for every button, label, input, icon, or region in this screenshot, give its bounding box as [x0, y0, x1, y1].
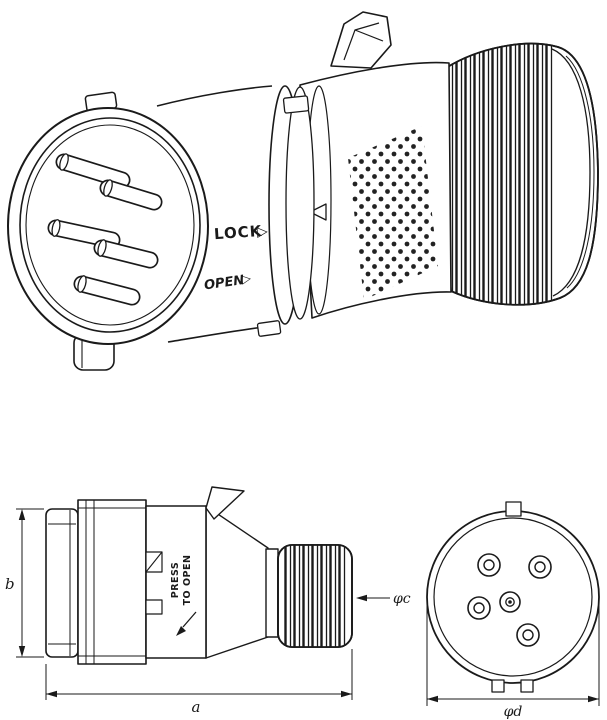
pin-4: [93, 239, 159, 269]
arrow-left-icon: [356, 594, 367, 602]
pin-contact-top-right: [528, 555, 552, 579]
lock-arrow-icon: ▷: [256, 224, 268, 241]
pin-contact-top-left: [477, 553, 501, 577]
arrow-down-icon: [18, 646, 26, 657]
front-inner-ring: [433, 517, 593, 677]
lock-label: LOCK ▷: [213, 222, 268, 243]
plug-body: [299, 61, 452, 319]
collar-detail-bottom: [256, 320, 282, 337]
plug-perspective-view: LOCK ▷ OPEN ▷: [7, 11, 599, 371]
collar: [156, 85, 315, 343]
side-gland: [265, 544, 353, 648]
arrow-left-icon: [427, 695, 438, 703]
dimension-a: a: [45, 649, 353, 716]
dimension-c: φc: [356, 591, 411, 607]
to-open-label: TO OPEN: [182, 555, 193, 606]
dim-a-label: a: [192, 698, 201, 716]
press-arrow-icon: [176, 626, 186, 636]
pin-5: [73, 275, 141, 306]
side-latch: [205, 486, 245, 520]
latch: [330, 11, 392, 69]
bottom-tab-right: [520, 679, 534, 693]
plug-front-view: φd: [426, 501, 600, 720]
plug-side-view: PRESS TO OPEN b a: [5, 486, 411, 716]
keyway-tab: [505, 501, 522, 517]
side-mid-housing: PRESS TO OPEN: [145, 486, 269, 659]
alignment-arrow-icon: [309, 203, 327, 221]
dim-d-label: φd: [504, 704, 523, 720]
arrow-right-icon: [588, 695, 599, 703]
pins: [47, 153, 163, 306]
pin-contact-center: [499, 591, 521, 613]
open-arrow-icon: ▷: [241, 271, 253, 286]
arrow-right-icon: [341, 690, 352, 698]
pin-contact-left: [467, 596, 491, 620]
pin-1: [55, 153, 131, 189]
vent-dots: [348, 126, 438, 300]
arrow-left-icon: [46, 690, 57, 698]
cable-gland: [443, 42, 599, 306]
gland-ribs: [449, 43, 553, 305]
pin-3: [47, 219, 121, 249]
bottom-tab-left: [491, 679, 505, 693]
collar-detail-top: [282, 95, 310, 114]
open-text: OPEN: [203, 273, 245, 293]
side-front-cap: [45, 508, 79, 658]
pin-contact-bottom: [516, 623, 540, 647]
dim-c-label: φc: [393, 591, 411, 607]
dimension-d: φd: [426, 600, 600, 720]
side-gland-ribs: [283, 545, 347, 647]
press-label: PRESS: [170, 562, 181, 599]
dim-b-label: b: [5, 575, 15, 593]
arrow-up-icon: [18, 509, 26, 520]
open-label: OPEN ▷: [203, 271, 253, 294]
side-clip-lower: [145, 599, 163, 615]
lock-text: LOCK: [213, 222, 263, 243]
pin-2: [99, 179, 163, 211]
dimension-b: b: [5, 508, 44, 658]
side-housing: [77, 499, 147, 665]
